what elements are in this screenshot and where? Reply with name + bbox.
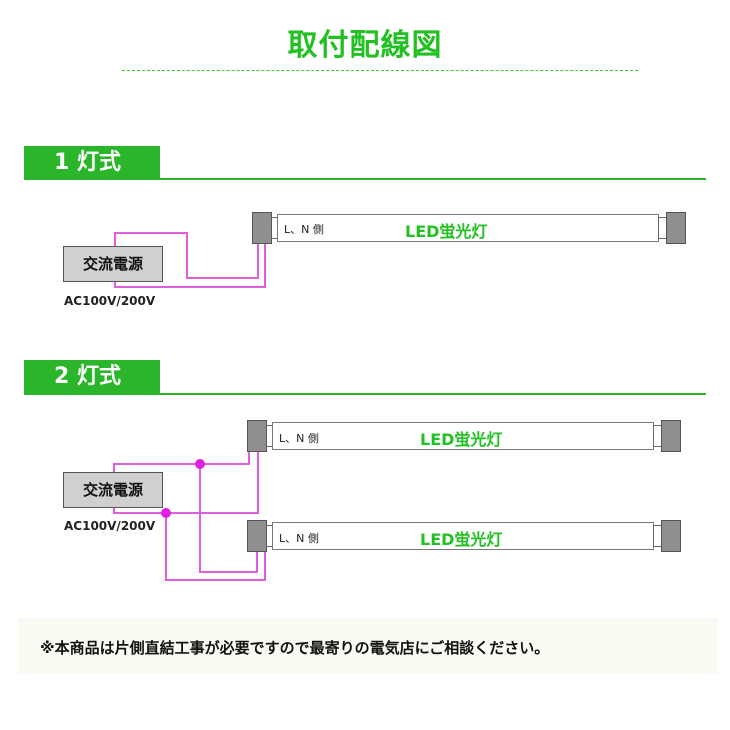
note-background [18,618,718,674]
section-heading-1-lamp: 1 灯式 [24,146,160,180]
end-cap-right [661,520,681,552]
installation-note: ※本商品は片側直結工事が必要ですので最寄りの電気店にご相談ください。 [40,639,550,657]
pins-right [653,425,663,447]
title-divider [122,70,638,71]
wire [257,450,259,514]
page-title: 取付配線図 [287,28,443,63]
wire [264,240,266,288]
wire [256,550,258,573]
tube-side-label: L、N 側 [284,223,324,236]
led-tube [277,214,659,242]
wire [113,463,250,465]
ac-power-supply: 交流電源 [63,472,163,508]
wire [199,571,257,573]
section-heading-2-lamp: 2 灯式 [24,360,160,394]
wire [186,232,188,278]
wire [165,512,167,581]
junction-dot [161,508,171,518]
voltage-label: AC100V/200V [64,519,156,533]
wire [257,240,259,279]
tube-side-label: L、N 側 [279,532,319,545]
wire [248,450,250,465]
tube-label: LED蛍光灯 [405,222,488,241]
section-divider [24,393,706,395]
wire [199,463,201,573]
junction-dot [195,459,205,469]
led-tube [272,422,654,450]
wire [113,504,115,514]
section-divider [24,178,706,180]
voltage-label: AC100V/200V [64,294,156,308]
end-cap-right [661,420,681,452]
ac-power-supply: 交流電源 [63,246,163,282]
wire [114,232,188,234]
end-cap-left [247,520,267,552]
wire [113,463,115,476]
wire [113,512,259,514]
wire [114,286,265,288]
end-cap-left [252,212,272,244]
wire [165,579,265,581]
end-cap-right [666,212,686,244]
pins-right [658,217,668,239]
tube-side-label: L、N 側 [279,432,319,445]
led-tube [272,522,654,550]
wire [186,277,258,279]
pins-right [653,525,663,547]
tube-label: LED蛍光灯 [420,530,503,549]
tube-label: LED蛍光灯 [420,430,503,449]
end-cap-left [247,420,267,452]
wire [264,550,266,581]
